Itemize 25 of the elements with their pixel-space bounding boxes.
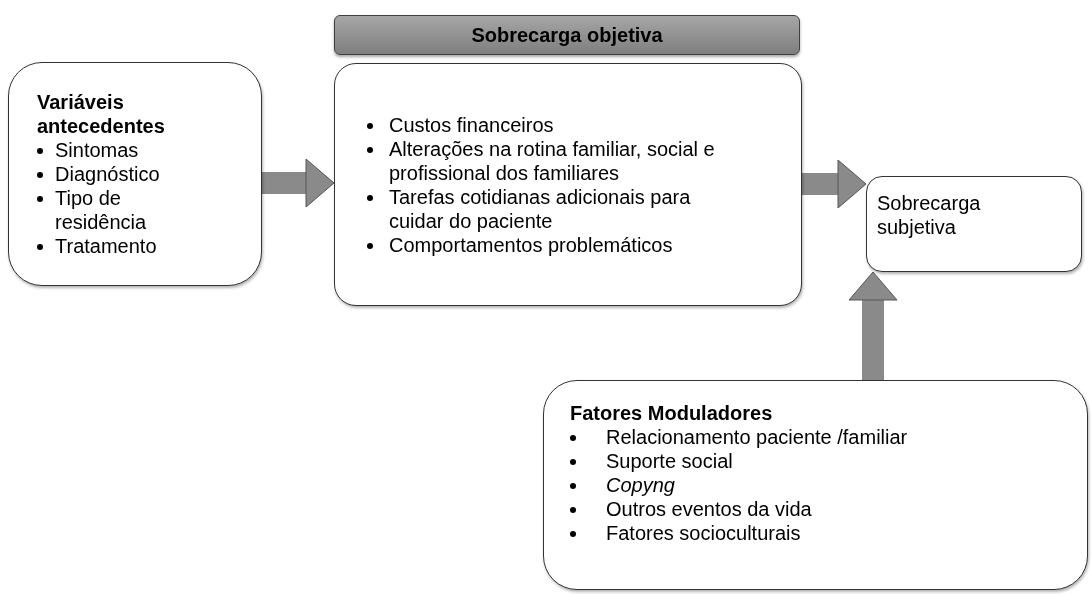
block-arrow [802,159,867,209]
node-heading: Variáveis antecedentes [37,90,166,138]
header-title: Sobrecarga objetiva [471,23,663,48]
list-item: Sintomas [55,138,139,162]
list-item: Custos financeiros [389,112,554,137]
process-box [543,380,1088,590]
list-item: Tratamento [55,234,157,258]
list-item: Relacionamento paciente /familiar [606,425,908,449]
process-box [866,176,1082,272]
list-item: Comportamentos problemáticos [389,232,673,257]
list-item: Fatores socioculturais [606,521,801,545]
block-arrow [262,158,335,208]
list-item: Copyng [606,473,675,497]
list-item: Tarefas cotidianas adicionais para cuidar do paciente [389,184,692,233]
node-heading: Fatores Moduladores [570,401,774,425]
process-box [8,62,262,286]
list-item: Alterações na rotina familiar, social e profissional dos familiares [389,136,716,185]
list-item: Tipo de residência [55,186,148,234]
block-arrow [848,271,898,380]
list-item: Suporte social [606,449,733,473]
list-item: Diagnóstico [55,162,160,186]
header-bar [334,15,800,55]
node-text: Sobrecarga subjetiva [877,191,982,239]
list-item: Outros eventos da vida [606,497,812,521]
process-box [334,63,802,306]
